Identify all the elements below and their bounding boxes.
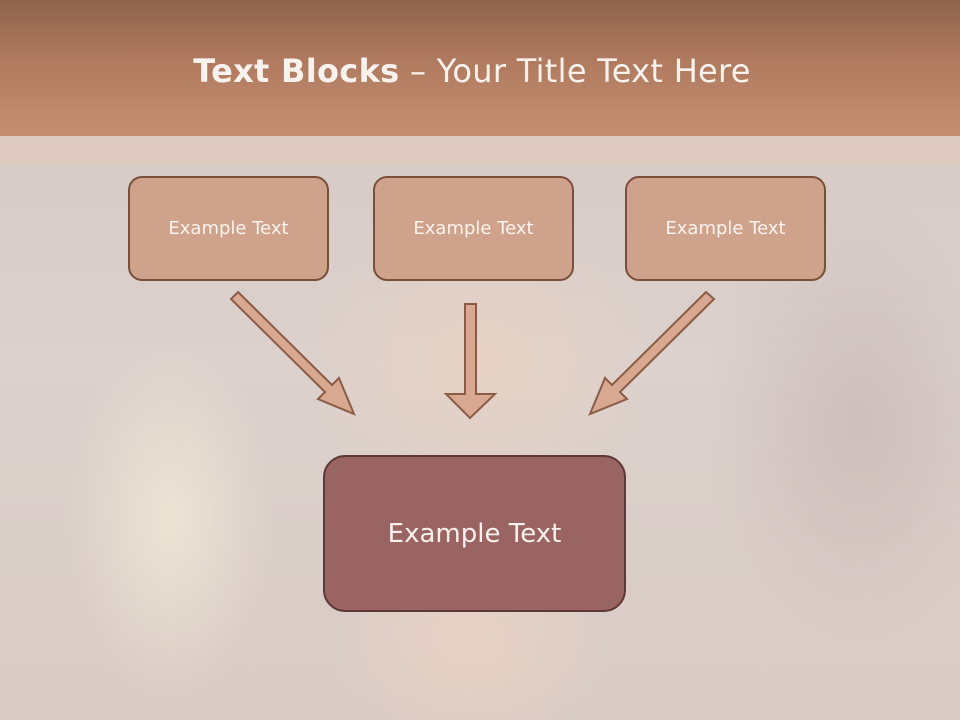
main-text-block-label: Example Text — [387, 518, 562, 549]
main-text-block[interactable]: Example Text — [323, 455, 626, 612]
title-rest: Your Title Text Here — [436, 52, 751, 90]
arrow-left — [229, 290, 356, 416]
title-bold: Text Blocks — [193, 52, 400, 90]
arrow-center — [443, 303, 498, 420]
text-block-3[interactable]: Example Text — [625, 176, 826, 281]
slide-title: Text Blocks – Your Title Text Here — [0, 52, 944, 90]
title-underband — [0, 136, 960, 166]
text-block-1[interactable]: Example Text — [128, 176, 329, 281]
text-block-1-label: Example Text — [168, 218, 289, 239]
text-block-2-label: Example Text — [413, 218, 534, 239]
text-block-2[interactable]: Example Text — [373, 176, 574, 281]
text-block-3-label: Example Text — [665, 218, 786, 239]
title-bar: Text Blocks – Your Title Text Here — [0, 0, 960, 136]
title-dash: – — [399, 52, 437, 90]
arrow-right — [588, 290, 716, 416]
